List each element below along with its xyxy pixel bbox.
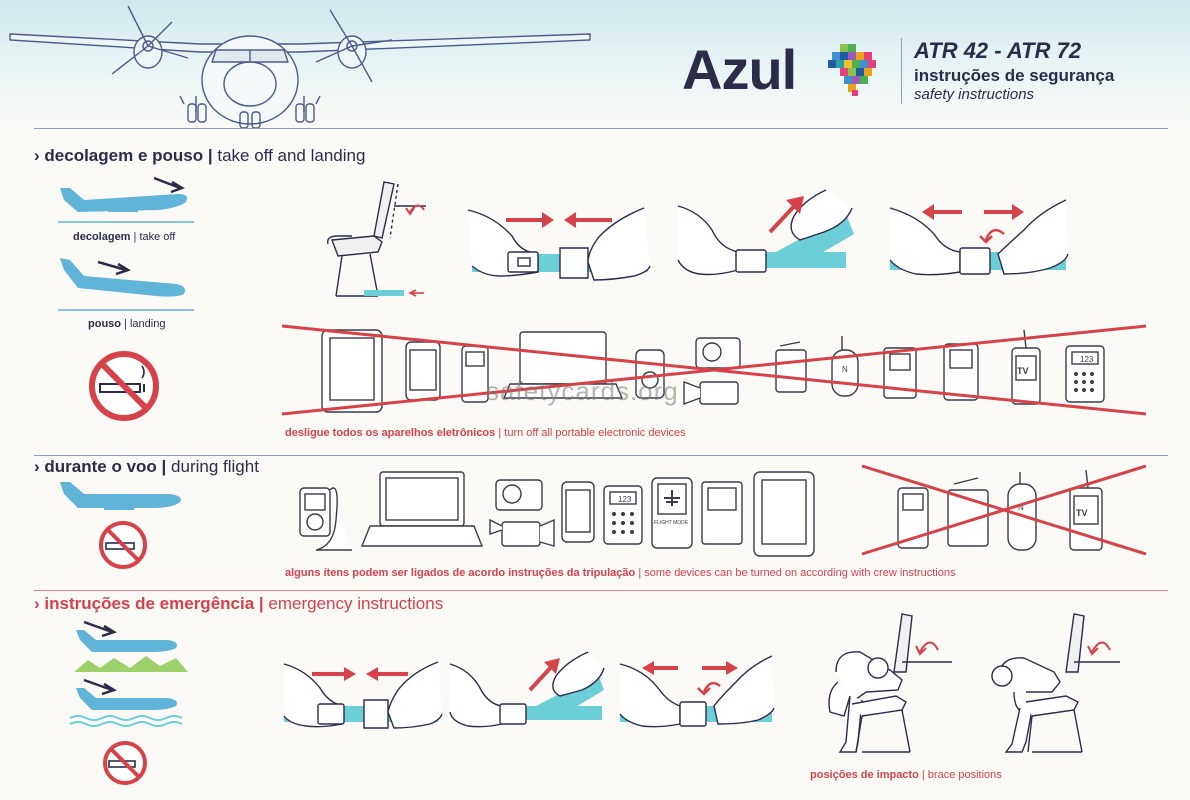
emergency-belt-tighten-illustration	[449, 651, 605, 728]
brand-logo-text: Azul	[682, 38, 797, 101]
brace-position-forward-seat	[828, 613, 952, 753]
header-rule	[34, 128, 1168, 129]
belt-tighten-illustration	[677, 189, 854, 276]
no-smoking-icon-flight	[99, 521, 147, 569]
brazil-map-logo	[828, 44, 876, 96]
header-divider	[901, 38, 902, 104]
watermark: safetycards.org	[486, 376, 679, 406]
compass-label-flight: N	[1018, 503, 1024, 512]
belt-fasten-illustration	[467, 207, 651, 281]
prohibited-devices-row: TV 123 N	[281, 324, 1147, 416]
seat-upright-illustration	[327, 181, 426, 297]
no-smoking-icon	[89, 351, 159, 421]
aircraft-front-illustration	[9, 5, 591, 129]
brace-position-no-seat	[991, 613, 1120, 753]
emergency-belt-release-illustration	[619, 655, 775, 728]
emergency-water-plane-icon	[69, 678, 183, 727]
landing-caption: pouso | landing	[88, 318, 166, 330]
section-title-emergency: › instruções de emergência | emergency i…	[34, 594, 444, 613]
emergency-belt-fasten-illustration	[283, 661, 443, 729]
cruise-plane-icon	[60, 482, 181, 510]
brace-caption: posições de impacto | brace positions	[810, 769, 1002, 781]
takeoff-caption: decolagem | take off	[73, 231, 176, 243]
section-rule-flight	[34, 455, 1168, 456]
section-rule-emergency	[34, 590, 1168, 591]
no-smoking-icon-emergency	[103, 741, 147, 785]
calc-label-flight: 123	[618, 495, 632, 504]
flight-mode-label: FLIGHT MODE	[654, 520, 689, 526]
safety-title-pt: instruções de segurança	[914, 66, 1115, 85]
belt-release-illustration	[889, 199, 1069, 276]
safety-title-en: safety instructions	[914, 86, 1035, 103]
calc-label: 123	[1080, 355, 1094, 364]
aircraft-model: ATR 42 - ATR 72	[914, 38, 1082, 63]
takeoff-plane-icon	[58, 176, 194, 223]
section-title-takeoff: › decolagem e pouso | take off and landi…	[34, 146, 366, 165]
allowed-devices-row: 123 FLIGHT MODE	[299, 471, 815, 557]
compass-label: N	[842, 365, 848, 374]
tv-label: TV	[1017, 366, 1029, 376]
emergency-land-plane-icon	[74, 620, 188, 672]
devices-allowed-caption: alguns ítens podem ser ligados de acordo…	[285, 567, 956, 579]
landing-plane-icon	[58, 258, 194, 311]
section-title-flight: › durante o voo | during flight	[34, 457, 259, 476]
devices-off-caption: desligue todos os aparelhos eletrônicos …	[285, 427, 686, 439]
tv-label-flight: TV	[1076, 508, 1088, 518]
prohibited-devices-flight: TV N	[861, 464, 1147, 556]
